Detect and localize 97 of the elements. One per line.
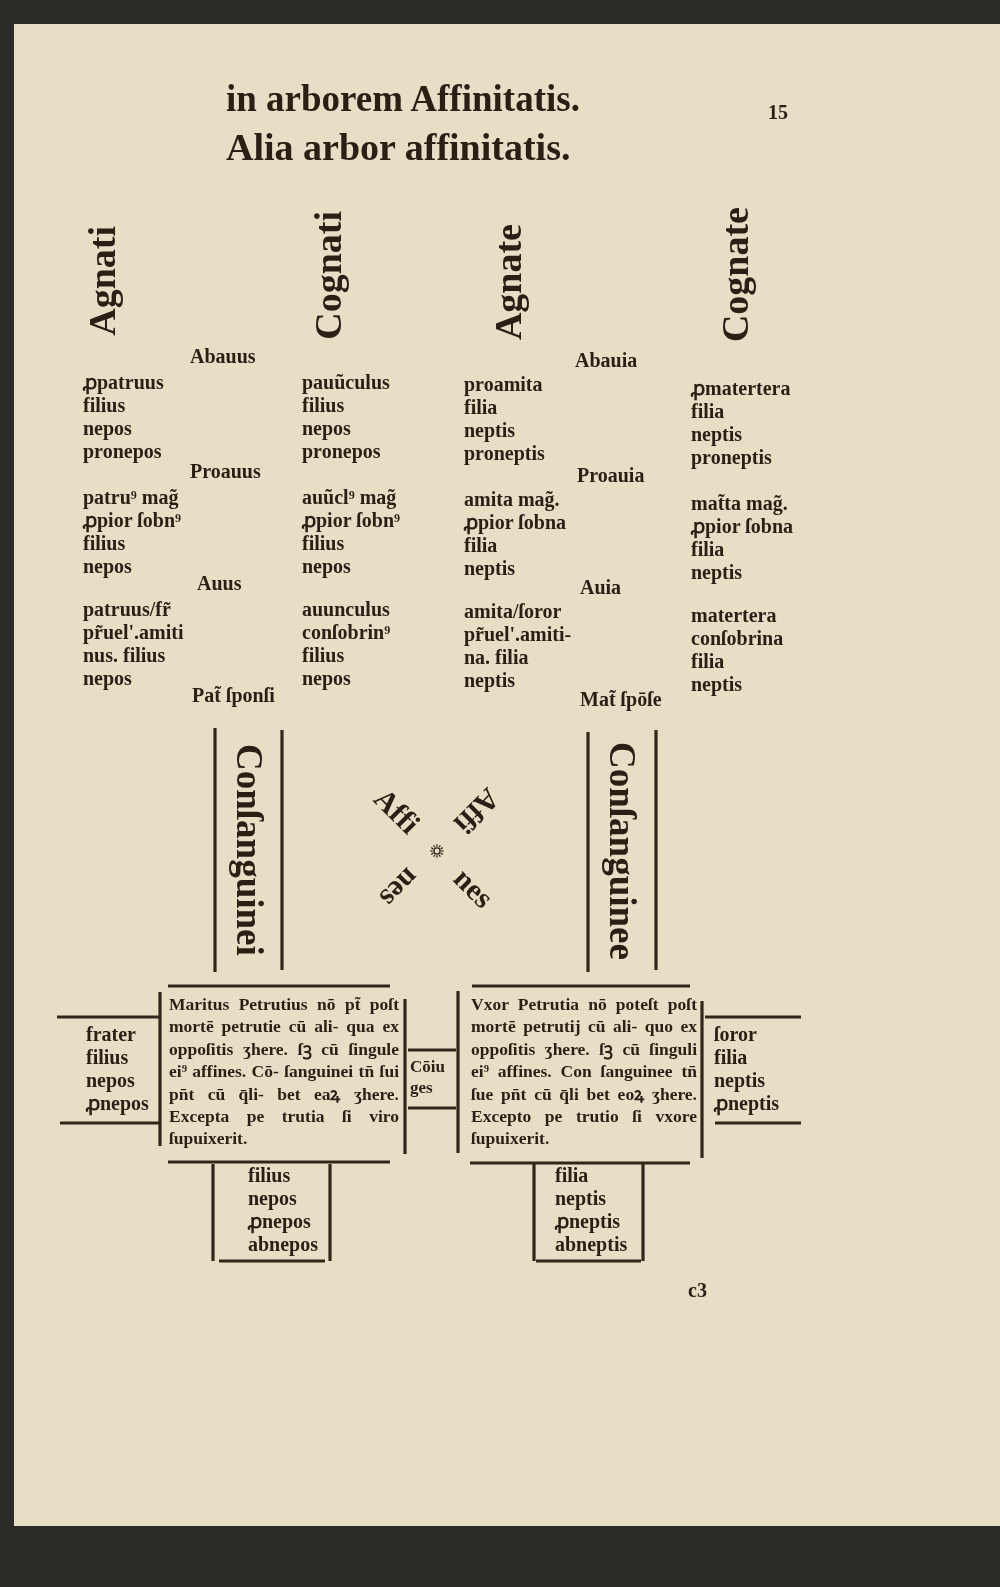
kinship-term: ꝓpior ſobna — [691, 515, 793, 538]
kinship-term: ꝓpior ſobn⁹ — [83, 509, 181, 532]
kinship-term: filius — [83, 394, 126, 417]
ancestor-label: Auus — [197, 572, 242, 595]
kinship-term: auunculus — [302, 598, 390, 621]
bracketed-panel — [158, 984, 408, 1164]
kinship-term: neptis — [464, 557, 516, 580]
kinship-term: ꝓneptis — [714, 1092, 780, 1115]
kinship-term: filius — [86, 1046, 129, 1069]
kinship-term: ꝓpior ſobn⁹ — [302, 509, 400, 532]
kinship-term: filius — [248, 1164, 291, 1187]
kinship-term: abnepos — [248, 1233, 319, 1256]
kinship-term: pr̃uel'.amiti- — [464, 623, 572, 646]
diagonal-word: Affi — [448, 783, 505, 840]
kinship-term: ꝓmatertera — [691, 377, 791, 400]
kinship-term: proneptis — [691, 446, 772, 469]
kinship-term: ꝓpatruus — [83, 371, 164, 394]
ancestor-label: Abauus — [190, 345, 256, 368]
kinship-term: filius — [83, 532, 126, 555]
ancestor-label: Proauus — [190, 460, 261, 483]
bracketed-panel — [705, 1015, 803, 1125]
ancestor-label: Abauia — [575, 349, 638, 372]
page-title: Alia arbor affinitatis. — [226, 126, 571, 170]
kinship-term: nus. filius — [83, 644, 166, 667]
kinship-term: nepos — [86, 1069, 135, 1092]
kinship-term: filius — [302, 644, 345, 667]
kinship-term: filia — [691, 400, 725, 423]
kinship-term: matertera — [691, 604, 777, 627]
kinship-term: filia — [464, 534, 498, 557]
kinship-term: neptis — [714, 1069, 766, 1092]
ancestor-label: Proauia — [577, 464, 645, 487]
kinship-term: filius — [302, 532, 345, 555]
kinship-term: conſobrina — [691, 627, 784, 650]
kinship-term: proneptis — [464, 442, 545, 465]
kinship-term: filia — [464, 396, 498, 419]
kinship-term: nepos — [302, 555, 351, 578]
ancestor-label: Mat̃ ſpōſe — [580, 688, 662, 711]
kinship-term: filia — [714, 1046, 748, 1069]
diagonal-word: Affi — [369, 783, 426, 840]
kinship-term: pronepos — [302, 440, 381, 463]
kinship-term: filia — [691, 650, 725, 673]
diagonal-word: nes — [374, 862, 426, 914]
kinship-term: neptis — [691, 561, 743, 584]
kinship-term: nepos — [83, 555, 132, 578]
band-heading: Conſanguinee — [603, 742, 641, 960]
kinship-term: pr̃uel'.amiti — [83, 621, 184, 644]
kinship-term: frater — [86, 1023, 136, 1046]
column-heading: Cognate — [716, 206, 754, 342]
kinship-term: mat̃ta mag̃. — [691, 492, 788, 515]
bracketed-panel — [408, 1048, 456, 1110]
kinship-term: nepos — [302, 417, 351, 440]
kinship-term: nepos — [302, 667, 351, 690]
column-heading: Cognati — [309, 211, 347, 340]
ancestor-label: Auia — [580, 576, 622, 599]
kinship-term: nepos — [248, 1187, 297, 1210]
kinship-term: nepos — [83, 667, 132, 690]
kinship-term: auũcl⁹ mag̃ — [302, 486, 397, 509]
kinship-term: amita mag̃. — [464, 488, 560, 511]
paragraph-text: Maritus Petrutius nō pt̃ poſt mortē petrutie cū ali- qua ex oppoſitis ʒhere. ſꝫ cū ſingule ei⁹ affines. Cō- ſanguinei tn̄ ſui pn̄t cū q̄li- bet eaꝝ ʒhere. Excepta pe trutia ſi viro ſupuixerit. — [169, 993, 399, 1150]
kinship-term: abneptis — [555, 1233, 628, 1256]
kinship-term: ꝓneptis — [555, 1210, 621, 1233]
kinship-term: conſobrin⁹ — [302, 621, 391, 644]
running-head: in arborem Affinitatis. — [226, 78, 580, 121]
bracketed-panel — [211, 1164, 333, 1263]
kinship-term: ꝓnepos — [248, 1210, 311, 1233]
kinship-term: ꝓnepos — [86, 1092, 149, 1115]
panel-label: Cōiu ges — [410, 1056, 446, 1098]
column-heading: Agnati — [83, 226, 121, 336]
kinship-term: nepos — [83, 417, 132, 440]
kinship-term: neptis — [691, 673, 743, 696]
column-heading: Agnate — [489, 223, 527, 340]
kinship-term: ꝓpior ſobna — [464, 511, 566, 534]
kinship-term: proamita — [464, 373, 543, 396]
bracketed-band — [213, 728, 285, 972]
ancestor-label: Pat̃ ſponſi — [192, 684, 275, 707]
diagonal-word: nes — [448, 862, 499, 914]
kinship-term: patru⁹ mag̃ — [83, 486, 179, 509]
kinship-term: filia — [691, 538, 725, 561]
band-heading: Conſanguinei — [230, 744, 268, 956]
paragraph-text: Vxor Petrutia nō poteſt poſt mortē petrutij cū ali- quo ex oppoſitis ʒhere. ſꝫ cū ſinguli ei⁹ affines. Con ſanguinee tn̄ ſue pn̄t cū q̄li bet eoꝝ ʒhere. Excepto pe trutio ſi vxore ſupuixerit. — [471, 993, 697, 1150]
kinship-term: neptis — [464, 669, 516, 692]
kinship-term: neptis — [555, 1187, 607, 1210]
kinship-term: filius — [302, 394, 345, 417]
kinship-term: filia — [555, 1164, 589, 1187]
kinship-term: pauũculus — [302, 371, 390, 394]
signature-mark: c3 — [688, 1279, 707, 1302]
page-number: 15 — [768, 101, 788, 124]
kinship-term: amita/ſoror — [464, 600, 562, 623]
kinship-term: ſoror — [714, 1023, 757, 1046]
kinship-term: neptis — [691, 423, 743, 446]
kinship-term: na. filia — [464, 646, 529, 669]
bracketed-panel — [57, 1015, 160, 1125]
kinship-term: neptis — [464, 419, 516, 442]
bracketed-band — [586, 730, 658, 972]
bracketed-panel — [456, 983, 705, 1165]
kinship-term: patruus/fr̃ — [83, 598, 171, 621]
kinship-term: pronepos — [83, 440, 162, 463]
